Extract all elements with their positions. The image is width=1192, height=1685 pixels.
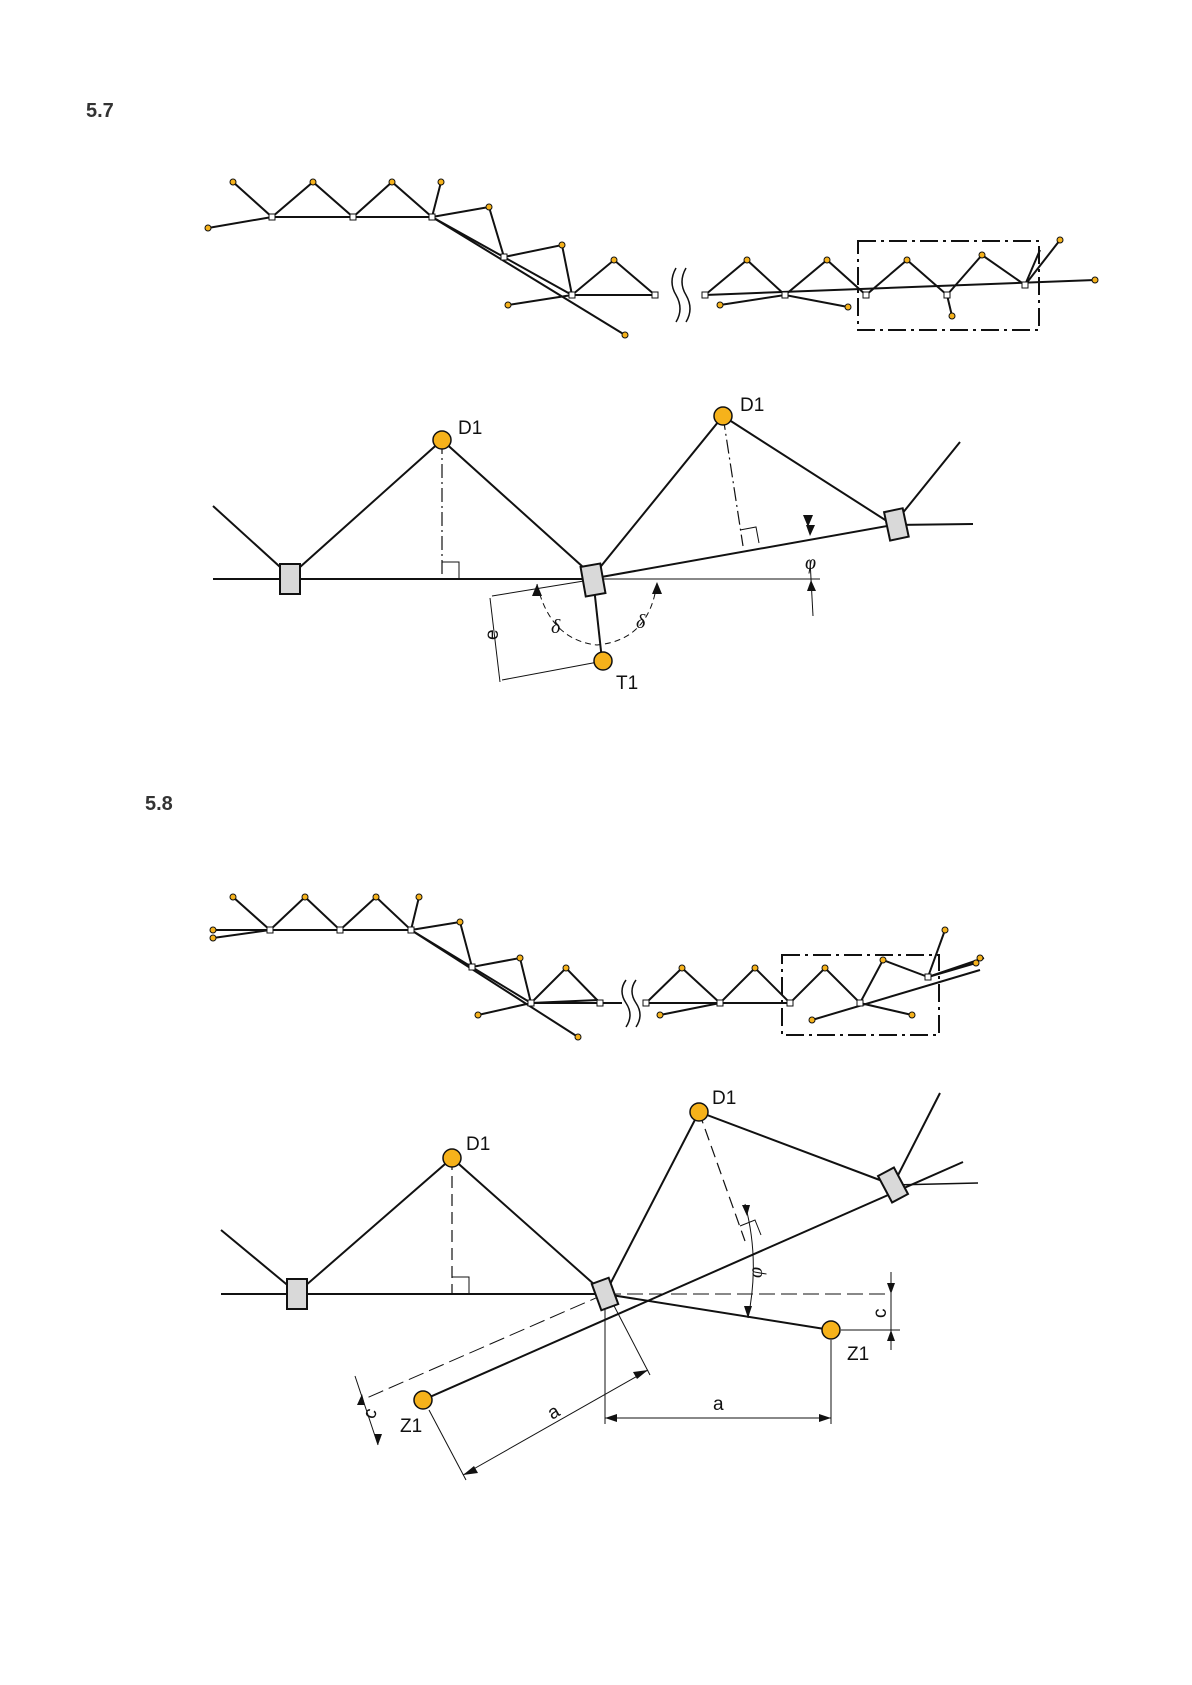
overview-5-8-clamps — [267, 927, 931, 1006]
label-a: a — [544, 1401, 564, 1425]
label-z1: Z1 — [847, 1344, 869, 1365]
label-e: e — [482, 629, 503, 640]
label-d1: D1 — [740, 395, 764, 416]
dropper-node-icon — [714, 407, 732, 425]
label-c: c — [870, 1309, 891, 1319]
label-t1: T1 — [616, 673, 638, 694]
detail-diagram-5-7 — [213, 416, 973, 682]
overview-diagram-5-8 — [213, 897, 984, 1037]
label-phi: φ — [745, 1267, 767, 1278]
detail-5-8-clamps — [287, 1168, 908, 1311]
overview-diagram-5-7 — [208, 182, 1095, 335]
detail-5-7-nodes — [433, 407, 732, 670]
clamp-icon — [884, 508, 909, 540]
label-a: a — [713, 1394, 724, 1415]
dropper-node-icon — [443, 1149, 461, 1167]
steady-arm-node-icon — [822, 1321, 840, 1339]
detail-5-7-labels: D1 D1 T1 φ δ δ e — [458, 395, 816, 694]
label-delta: δ — [551, 616, 561, 638]
label-d1: D1 — [458, 418, 482, 439]
clamp-icon — [287, 1279, 307, 1309]
dropper-node-icon — [690, 1103, 708, 1121]
label-delta: δ — [636, 611, 646, 633]
overview-5-7-nodes — [205, 179, 1098, 338]
steady-arm-node-icon — [414, 1391, 432, 1409]
label-d1: D1 — [466, 1134, 490, 1155]
detail-5-8-arrows — [357, 1205, 895, 1475]
clamp-icon — [280, 564, 300, 594]
dropper-node-icon — [433, 431, 451, 449]
detail-5-7-arrows — [532, 515, 816, 596]
clamp-icon — [581, 563, 606, 596]
detail-5-8-labels: D1 D1 Z1 Z1 φ a a c c — [359, 1088, 891, 1437]
label-d1: D1 — [712, 1088, 736, 1109]
label-c: c — [359, 1406, 382, 1422]
label-phi: φ — [805, 552, 816, 574]
label-z1: Z1 — [400, 1416, 422, 1437]
tether-node-icon — [594, 652, 612, 670]
overview-5-7-clamps — [269, 214, 1028, 298]
clamp-icon — [592, 1278, 618, 1310]
